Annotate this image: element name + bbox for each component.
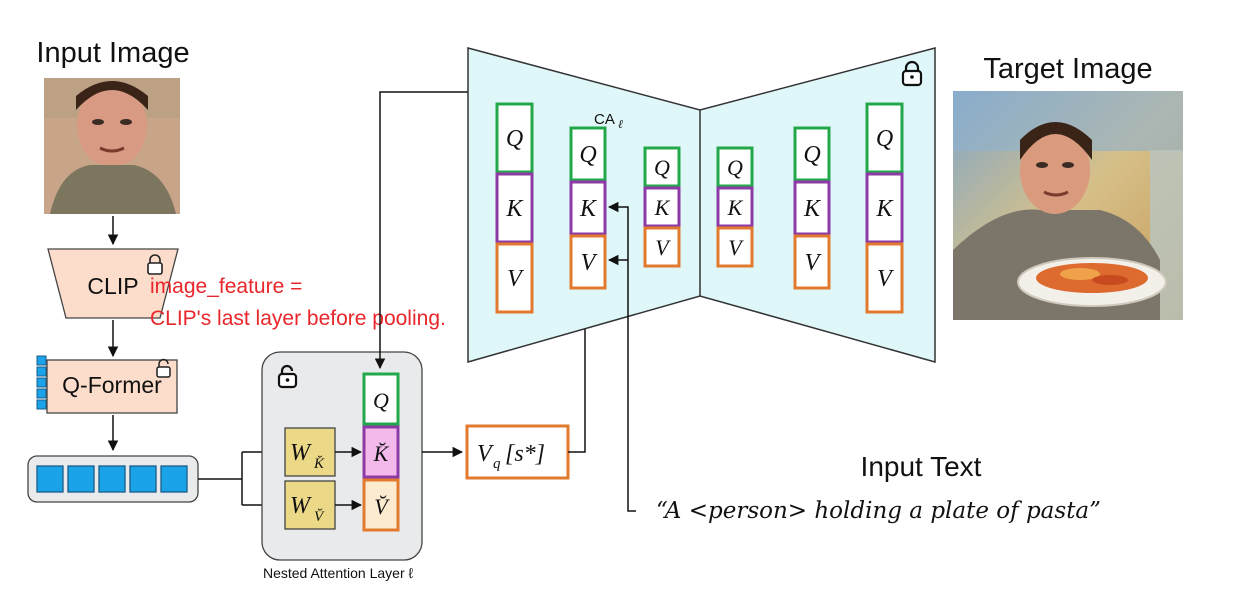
nested-attention-caption: Nested Attention Layer ℓ	[263, 565, 414, 581]
image-feature-note-line1: image_feature =	[150, 275, 302, 298]
wv-projection	[284, 480, 336, 530]
unet-block-6-k-box	[865, 172, 904, 244]
input-image	[44, 78, 180, 214]
unet-block-3-v-label: V	[655, 235, 671, 260]
unet-block-6-v-label: V	[877, 266, 894, 292]
unlock-icon	[156, 358, 171, 378]
unet-block-3-q-box	[643, 146, 681, 188]
wk-label: W	[290, 440, 312, 466]
unet-block-5-v-label: V	[805, 250, 822, 276]
unet-block-4-q-box	[716, 146, 754, 188]
target-image	[953, 91, 1183, 320]
nested-k-label: K̆	[373, 441, 390, 466]
unet-block-2-k-label: K	[579, 196, 598, 222]
ca-label: CA	[594, 111, 615, 128]
unet-block-2-k-box	[569, 180, 607, 236]
unet-block-2-v-box	[569, 234, 607, 290]
wk-subscript: K̆	[313, 456, 325, 472]
unet-block-6-v-box	[865, 242, 904, 314]
unet-block-2-q-box	[569, 126, 607, 182]
unet-block-4-k-box	[716, 186, 754, 228]
unet-block-1-v-label: V	[507, 266, 524, 292]
input-text-title: Input Text	[861, 451, 982, 482]
clip-encoder	[47, 248, 179, 319]
nested-q-label: Q	[373, 388, 389, 413]
unet-block-1-q-box	[495, 102, 534, 174]
target-image-title: Target Image	[983, 53, 1152, 85]
unet-block-6-q-label: Q	[876, 126, 893, 152]
qformer-label: Q-Former	[62, 372, 162, 398]
nested-v-box	[362, 478, 400, 532]
image-tokens	[36, 465, 188, 493]
unet-block-5-v-box	[793, 234, 831, 290]
unet-block-4-q-label: Q	[727, 155, 743, 180]
unet-block-5-k-label: K	[803, 196, 822, 222]
unet-block-4-v-box	[716, 226, 754, 268]
unet-block-4-k-label: K	[727, 195, 744, 220]
unet-block-5-q-box	[793, 126, 831, 182]
clip-label: CLIP	[87, 273, 138, 299]
unet-block-1-k-box	[495, 172, 534, 244]
unet-block-2-v-label: V	[581, 250, 598, 276]
vq-main: V	[477, 441, 494, 467]
unet-block-6-q-box	[865, 102, 904, 174]
vq-sub: q	[493, 456, 501, 472]
lock-icon	[901, 60, 923, 87]
unet-block-2-q-label: Q	[579, 142, 596, 168]
unlock-icon	[277, 364, 298, 389]
wv-subscript: V̆	[314, 509, 325, 525]
unet-block-3-v-box	[643, 226, 681, 268]
vq-bracket: [s*]	[505, 441, 545, 467]
qformer-query-tokens	[36, 355, 47, 410]
image-feature-note-line2: CLIP's last layer before pooling.	[150, 307, 446, 330]
input-image-title: Input Image	[36, 37, 189, 69]
unet-block-3-q-label: Q	[654, 155, 670, 180]
lock-icon	[147, 254, 163, 275]
wv-label: W	[290, 493, 312, 519]
vq-box	[465, 424, 570, 480]
ca-subscript: ℓ	[618, 117, 623, 131]
nested-k-box	[362, 425, 400, 479]
unet-block-3-k-box	[643, 186, 681, 228]
unet-block-1-q-label: Q	[506, 126, 523, 152]
qformer-block	[46, 359, 178, 414]
unet-block-1-v-box	[495, 242, 534, 314]
input-text-prompt: “A <person> holding a plate of pasta”	[656, 498, 1101, 524]
nested-v-label: V̆	[374, 494, 390, 519]
unet-background	[467, 47, 936, 363]
unet-block-6-k-label: K	[875, 196, 894, 222]
wk-projection	[284, 427, 336, 477]
nested-q-box	[362, 372, 400, 426]
unet-block-3-k-label: K	[654, 195, 671, 220]
unet-block-1-k-label: K	[505, 196, 524, 222]
unet-block-5-k-box	[793, 180, 831, 236]
unet-block-5-q-label: Q	[803, 142, 820, 168]
unet-block-4-v-label: V	[728, 235, 744, 260]
